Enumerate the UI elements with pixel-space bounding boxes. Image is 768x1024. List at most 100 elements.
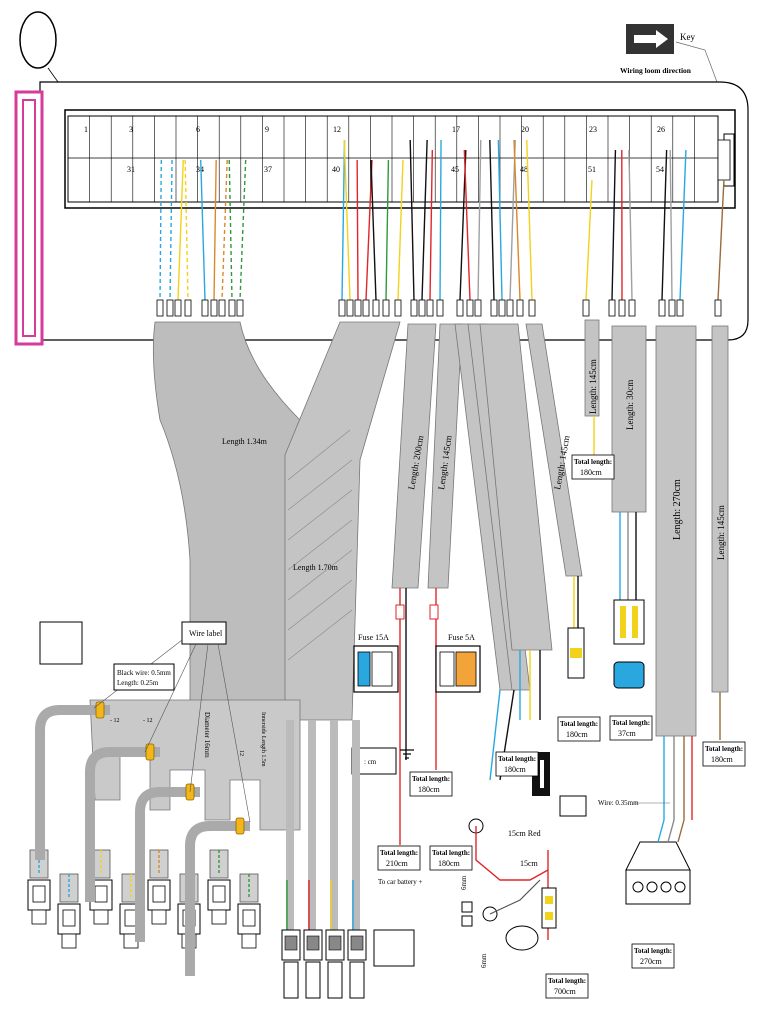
wire xyxy=(477,139,482,301)
total-length-value: 270cm xyxy=(640,957,663,966)
sensor-junction xyxy=(89,699,301,831)
terminal-pin xyxy=(628,299,636,317)
loom-200cm xyxy=(391,323,437,589)
loom-length-label: Length: 270cm xyxy=(672,479,683,540)
blank-label-box xyxy=(373,929,415,967)
wire xyxy=(661,149,668,301)
terminal-pin xyxy=(676,299,684,317)
direction-label: Wiring loom direction xyxy=(620,66,692,75)
terminal-pin xyxy=(528,299,536,317)
terminal-pin xyxy=(490,299,498,317)
terminal-pin xyxy=(714,299,722,317)
sensor-plug xyxy=(27,849,51,925)
total-length-box: Total length:180cm xyxy=(495,751,539,777)
wire xyxy=(429,149,434,301)
wire xyxy=(356,159,359,301)
total-length-title: Total length: xyxy=(574,458,612,466)
pin-number: 37 xyxy=(264,165,272,174)
pin-number: 45 xyxy=(451,165,459,174)
terminal-pin xyxy=(184,299,192,317)
wire xyxy=(228,159,233,301)
wire xyxy=(159,159,163,301)
battery-label: To car battery + xyxy=(378,878,423,886)
wire xyxy=(585,179,593,301)
loom-30cm xyxy=(611,325,647,513)
loom-length-label: Length 1.70m xyxy=(293,563,339,572)
total-length-box: Total length:700cm xyxy=(545,973,589,999)
terminal-pin xyxy=(668,299,676,317)
wire xyxy=(669,149,673,301)
wire-spec-callout xyxy=(113,663,175,691)
pin-number: 26 xyxy=(657,125,665,134)
loom-145cm-e xyxy=(525,323,583,577)
total-length-title: Total length: xyxy=(634,947,672,955)
total-length-title: Total length: xyxy=(612,719,650,727)
terminal-pin xyxy=(394,299,402,317)
center-plug xyxy=(347,720,367,999)
center-plug xyxy=(281,720,301,999)
total-length-value: 180cm xyxy=(418,785,441,794)
sensor-plug xyxy=(57,873,81,949)
total-length-value: 180cm xyxy=(580,468,603,477)
terminal-pin xyxy=(218,299,226,317)
key-label: Key xyxy=(680,32,695,42)
fuse-5a: Fuse 5A xyxy=(429,604,481,693)
loom-length-label: Length: 145cm xyxy=(716,505,726,560)
total-length-title: Total length: xyxy=(548,977,586,985)
terminal-pin xyxy=(498,299,506,317)
loom-length-label: Length 1.34m xyxy=(222,437,268,446)
total-length-box: Total length:180cm xyxy=(702,741,746,767)
cm-text: : cm xyxy=(364,758,377,766)
terminal-pin xyxy=(436,299,444,317)
wire-length-label: 15cm xyxy=(520,859,539,868)
ring-size-label: 6mm xyxy=(480,953,488,968)
terminal-pin xyxy=(236,299,244,317)
total-length-title: Total length: xyxy=(432,849,470,857)
terminal-pin xyxy=(228,299,236,317)
total-length-box: Total length:180cm xyxy=(557,716,601,742)
arrow-right-icon xyxy=(634,30,668,48)
wire xyxy=(200,159,206,301)
relay-assembly xyxy=(461,818,557,951)
wire xyxy=(489,139,495,301)
terminal-pin xyxy=(338,299,346,317)
terminal-pin xyxy=(618,299,626,317)
terminal-pin xyxy=(346,299,354,317)
wire xyxy=(397,159,404,301)
terminal-pin xyxy=(426,299,434,317)
wire xyxy=(717,179,725,301)
pin-number: 9 xyxy=(265,125,269,134)
ring-size-label: 6mm xyxy=(460,875,468,890)
total-length-title: Total length: xyxy=(380,849,418,857)
wire-spec-text: Black wire: 0.5mm xyxy=(117,669,171,677)
terminal-pin xyxy=(474,299,482,317)
terminal-pin xyxy=(382,299,390,317)
terminal-pin xyxy=(354,299,362,317)
total-length-title: Total length: xyxy=(412,775,450,783)
plug-connector xyxy=(567,627,585,679)
sensor-hose xyxy=(35,705,110,860)
terminal-pin xyxy=(456,299,464,317)
terminal-pin xyxy=(156,299,164,317)
wire-length-label: 15cm Red xyxy=(508,829,541,838)
terminal-pin xyxy=(608,299,616,317)
dim-label: - 12 xyxy=(110,718,120,724)
center-plug xyxy=(303,720,323,999)
total-length-value: 37cm xyxy=(618,729,637,738)
sensor-hose xyxy=(85,747,160,902)
fuse-label: Fuse 5A xyxy=(448,633,475,642)
total-length-value: 180cm xyxy=(438,859,461,868)
loom-145cm-d xyxy=(479,323,553,651)
pin-number: 17 xyxy=(452,125,460,134)
terminal-pin xyxy=(410,299,418,317)
loom-270cm xyxy=(655,325,697,737)
wire xyxy=(213,159,217,301)
total-length-value: 180cm xyxy=(566,730,589,739)
total-length-value: 180cm xyxy=(504,765,527,774)
fuse-15a: Fuse 15A xyxy=(353,604,405,693)
total-length-value: 180cm xyxy=(711,755,734,764)
total-length-box: Total length: 180cm xyxy=(429,845,473,871)
pin-number: 20 xyxy=(521,125,529,134)
